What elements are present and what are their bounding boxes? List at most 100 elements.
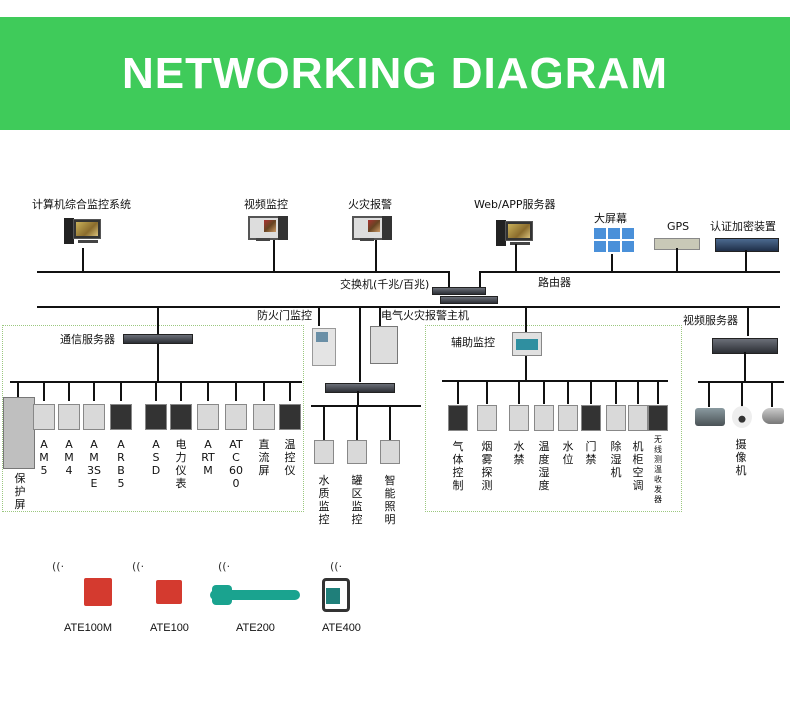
device-icon [606, 405, 626, 431]
device-icon [58, 404, 80, 430]
wireless-icon: ((· [330, 560, 343, 573]
device-label: 温控仪 [284, 438, 296, 477]
drop-line [120, 381, 122, 401]
drop-line [356, 405, 358, 441]
device-label: 机柜空调 [632, 440, 644, 492]
electrical-fire-host-icon [370, 326, 398, 364]
device-label: AM5 [39, 438, 49, 477]
drop-line [676, 248, 678, 272]
device-icon [225, 404, 247, 430]
device-icon [509, 405, 529, 431]
drop-line [590, 380, 592, 404]
drop-line [518, 380, 520, 404]
device-icon [347, 440, 367, 464]
device-icon [33, 404, 55, 430]
comm-server-icon [123, 334, 193, 344]
auth-encryption-label: 认证加密装置 [710, 220, 776, 233]
drop-line [155, 381, 157, 401]
device-label: 电力仪表 [175, 438, 187, 490]
wireless-icon: ((· [218, 560, 231, 573]
device-icon [628, 405, 648, 431]
drop-line [68, 381, 70, 401]
box-camera-icon [762, 408, 784, 424]
drop-line [708, 381, 710, 407]
product-label: ATE100 [150, 622, 189, 634]
web-app-server-label: Web/APP服务器 [474, 198, 556, 211]
device-label: 除湿机 [610, 440, 622, 479]
main-bus [37, 306, 780, 308]
device-icon [170, 404, 192, 430]
title-banner: NETWORKING DIAGRAM [0, 17, 790, 130]
aux-monitor-icon [512, 332, 542, 356]
center-switch-icon [325, 383, 395, 393]
drop-line [543, 380, 545, 404]
switch-icon [440, 296, 498, 304]
big-screen-label: 大屏幕 [594, 212, 627, 225]
device-icon [279, 404, 301, 430]
drop-line [289, 381, 291, 401]
device-label: ARTM [201, 438, 215, 477]
aux-monitor-label: 辅助监控 [451, 336, 495, 349]
drop-line [448, 271, 450, 289]
drop-line [93, 381, 95, 401]
drop-line [637, 380, 639, 404]
drop-line [515, 244, 517, 272]
computer-system-icon [64, 218, 108, 248]
device-label: 保护屏 [14, 472, 26, 511]
video-monitor-label: 视频监控 [244, 198, 288, 211]
router-bus [480, 271, 780, 273]
drop-line [567, 380, 569, 404]
drop-line [318, 306, 320, 326]
drop-line [235, 381, 237, 401]
device-label: ARB5 [117, 438, 125, 490]
device-label: 水禁 [513, 440, 525, 466]
drop-line [82, 248, 84, 272]
product-label: ATE200 [236, 622, 275, 634]
drop-line [457, 380, 459, 404]
protection-panel-icon [3, 397, 35, 469]
drop-line [525, 356, 527, 381]
fire-alarm-label: 火灾报警 [348, 198, 392, 211]
drop-line [615, 380, 617, 404]
device-label: 无线测温收发器 [654, 435, 662, 504]
drop-line [771, 381, 773, 407]
device-icon [314, 440, 334, 464]
drop-line [359, 306, 361, 382]
switch-label: 交换机(千兆/百兆) [340, 278, 430, 291]
drop-line [207, 381, 209, 401]
device-icon [145, 404, 167, 430]
drop-line [157, 306, 159, 382]
dome-camera-icon [732, 406, 752, 428]
drop-line [657, 380, 659, 404]
device-label: AM4 [64, 438, 74, 477]
drop-line [525, 306, 527, 332]
device-label: 气体控制 [452, 440, 464, 492]
drop-line [747, 306, 749, 336]
switch-icon [432, 287, 486, 295]
temperature-sensor-icon [156, 580, 182, 604]
product-label: ATE400 [322, 622, 361, 634]
video-monitor-pc-icon [248, 216, 288, 246]
device-label: 烟雾探测 [481, 440, 493, 492]
device-label: ATC600 [229, 438, 243, 490]
fire-alarm-pc-icon [352, 216, 392, 246]
device-icon [197, 404, 219, 430]
wireless-icon: ((· [52, 560, 65, 573]
clamp-sensor-body-icon [326, 588, 340, 604]
drop-line [180, 381, 182, 401]
device-label: 智能照明 [384, 474, 396, 526]
device-label: AM3SE [87, 438, 101, 490]
bullet-camera-icon [695, 408, 725, 426]
drop-line [323, 405, 325, 441]
cable-tie-head-icon [212, 585, 232, 605]
product-label: ATE100M [64, 622, 113, 634]
big-screen-icon [594, 228, 634, 252]
device-icon [83, 404, 105, 430]
gps-label: GPS [667, 220, 690, 233]
video-server-label: 视频服务器 [683, 314, 738, 327]
drop-line [486, 380, 488, 404]
cable-tie-sensor-icon [210, 590, 300, 600]
aux-bus [442, 380, 668, 382]
device-icon [380, 440, 400, 464]
drop-line [744, 352, 746, 382]
